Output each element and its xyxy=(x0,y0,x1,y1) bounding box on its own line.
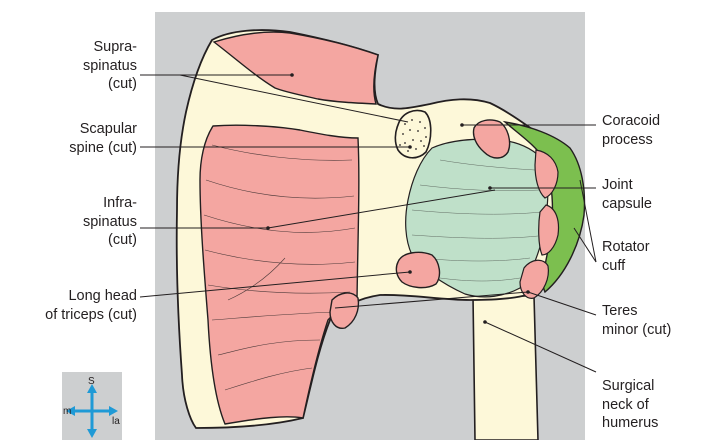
label-surgical-neck: Surgical neck of humerus xyxy=(602,377,658,433)
label-rotator-cuff: Rotator cuff xyxy=(602,238,650,275)
label-scapular-spine: Scapular spine (cut) xyxy=(69,120,137,157)
orientation-compass: S m la xyxy=(62,372,122,440)
triceps-cut-upper xyxy=(396,252,439,287)
label-coracoid: Coracoid process xyxy=(602,112,660,149)
label-teres-minor: Teres minor (cut) xyxy=(602,302,671,339)
humerus-shaft xyxy=(473,296,538,440)
compass-superior: S xyxy=(88,376,95,387)
compass-lateral: la xyxy=(112,416,120,427)
label-infraspinatus: Infra- spinatus (cut) xyxy=(83,194,137,250)
compass-medial: m xyxy=(63,406,71,417)
label-long-head-triceps: Long head of triceps (cut) xyxy=(45,287,137,324)
label-joint-capsule: Joint capsule xyxy=(602,176,652,213)
label-supraspinatus: Supra- spinatus (cut) xyxy=(83,38,137,94)
